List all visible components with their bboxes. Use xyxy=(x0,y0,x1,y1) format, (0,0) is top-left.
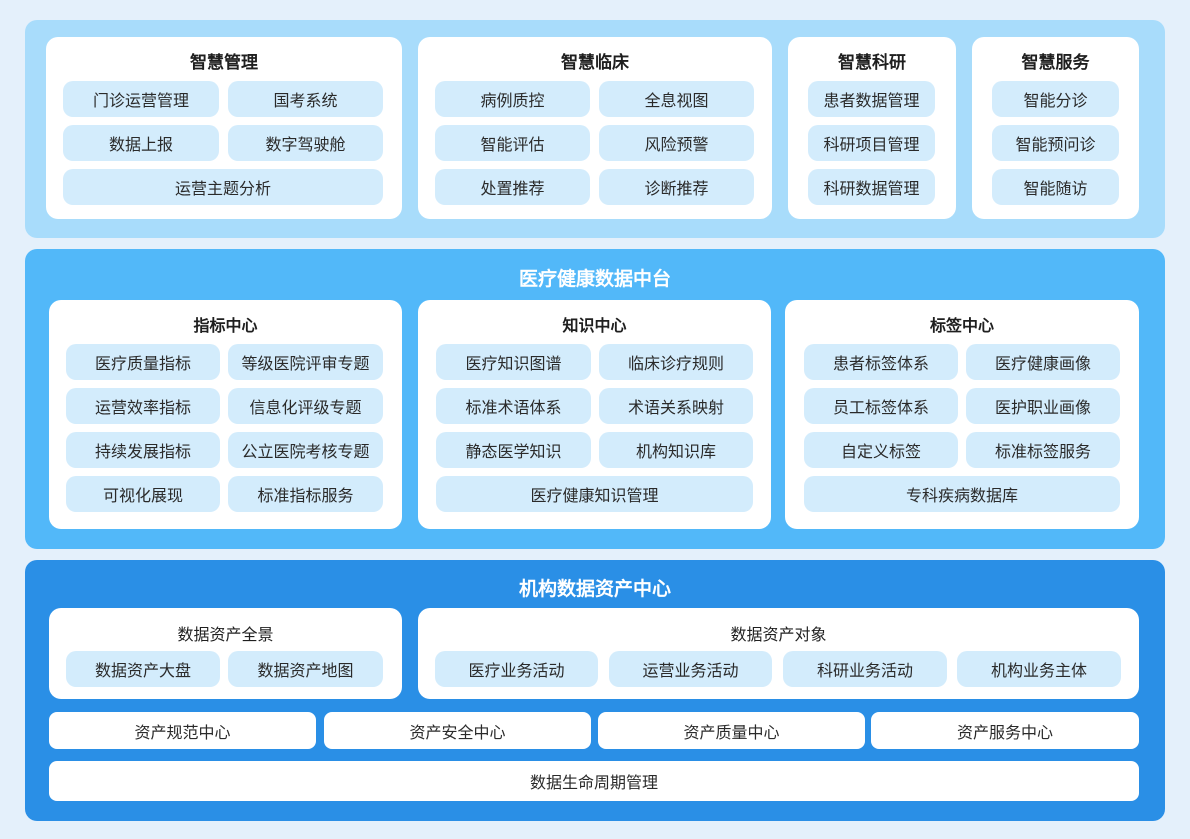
module-item[interactable]: 处置推荐 xyxy=(435,169,590,205)
module-item[interactable]: 患者数据管理 xyxy=(808,81,935,117)
card-title: 标签中心 xyxy=(929,318,994,335)
module-item[interactable]: 员工标签体系 xyxy=(804,388,958,424)
module-item[interactable]: 公立医院考核专题 xyxy=(228,432,383,468)
module-item[interactable]: 静态医学知识 xyxy=(436,432,591,468)
smart-service-card: 智慧服务 智能分诊 智能预问诊 智能随访 xyxy=(972,37,1139,219)
module-item[interactable]: 智能分诊 xyxy=(992,81,1119,117)
module-item[interactable]: 全息视图 xyxy=(599,81,754,117)
module-item[interactable]: 诊断推荐 xyxy=(599,169,754,205)
card-title: 智慧管理 xyxy=(190,53,258,72)
data-asset-center-layer: 机构数据资产中心 数据资产全景 数据资产大盘 数据资产地图 数据资产对象 医疗业… xyxy=(25,560,1165,821)
module-item[interactable]: 科研业务活动 xyxy=(783,651,947,687)
module-item[interactable]: 可视化展现 xyxy=(66,476,220,512)
smart-clinical-card: 智慧临床 病例质控 全息视图 智能评估 风险预警 处置推荐 诊断推荐 xyxy=(418,37,772,219)
module-item[interactable]: 智能随访 xyxy=(992,169,1119,205)
layer-title: 医疗健康数据中台 xyxy=(518,269,671,290)
card-title: 数据资产对象 xyxy=(730,627,827,644)
health-data-platform-layer: 医疗健康数据中台 指标中心 医疗质量指标 等级医院评审专题 运营效率指标 信息化… xyxy=(25,249,1165,549)
module-item[interactable]: 机构知识库 xyxy=(599,432,753,468)
module-item[interactable]: 门诊运营管理 xyxy=(63,81,219,117)
module-item[interactable]: 机构业务主体 xyxy=(957,651,1121,687)
module-item[interactable]: 数据资产地图 xyxy=(228,651,383,687)
module-item[interactable]: 医护职业画像 xyxy=(966,388,1120,424)
card-title: 智慧科研 xyxy=(838,53,906,72)
module-item[interactable]: 自定义标签 xyxy=(804,432,958,468)
module-item[interactable]: 标准指标服务 xyxy=(228,476,383,512)
module-item[interactable]: 持续发展指标 xyxy=(66,432,220,468)
module-item[interactable]: 患者标签体系 xyxy=(804,344,958,380)
module-item[interactable]: 医疗质量指标 xyxy=(66,344,220,380)
module-item[interactable]: 运营主题分析 xyxy=(63,169,383,205)
module-item[interactable]: 医疗健康知识管理 xyxy=(436,476,753,512)
module-item[interactable]: 数据资产大盘 xyxy=(66,651,220,687)
asset-security-center[interactable]: 资产安全中心 xyxy=(324,712,591,749)
module-item[interactable]: 科研项目管理 xyxy=(808,125,935,161)
asset-quality-center[interactable]: 资产质量中心 xyxy=(598,712,865,749)
layer-title: 机构数据资产中心 xyxy=(518,579,671,600)
module-item[interactable]: 运营业务活动 xyxy=(609,651,772,687)
smart-management-card: 智慧管理 门诊运营管理 国考系统 数据上报 数字驾驶舱 运营主题分析 xyxy=(46,37,402,219)
module-item[interactable]: 科研数据管理 xyxy=(808,169,935,205)
module-item[interactable]: 数字驾驶舱 xyxy=(228,125,383,161)
asset-service-center[interactable]: 资产服务中心 xyxy=(871,712,1139,749)
card-title: 智慧临床 xyxy=(561,53,629,72)
data-lifecycle-management[interactable]: 数据生命周期管理 xyxy=(49,761,1139,801)
module-item[interactable]: 运营效率指标 xyxy=(66,388,220,424)
module-item[interactable]: 医疗健康画像 xyxy=(966,344,1120,380)
data-asset-overview-card: 数据资产全景 数据资产大盘 数据资产地图 xyxy=(49,608,402,699)
module-item[interactable]: 标准标签服务 xyxy=(966,432,1120,468)
smart-research-card: 智慧科研 患者数据管理 科研项目管理 科研数据管理 xyxy=(788,37,956,219)
module-item[interactable]: 专科疾病数据库 xyxy=(804,476,1120,512)
asset-standard-center[interactable]: 资产规范中心 xyxy=(49,712,316,749)
module-item[interactable]: 标准术语体系 xyxy=(436,388,591,424)
module-item[interactable]: 术语关系映射 xyxy=(599,388,753,424)
data-asset-object-card: 数据资产对象 医疗业务活动 运营业务活动 科研业务活动 机构业务主体 xyxy=(418,608,1139,699)
indicator-center-card: 指标中心 医疗质量指标 等级医院评审专题 运营效率指标 信息化评级专题 持续发展… xyxy=(49,300,402,529)
module-item[interactable]: 国考系统 xyxy=(228,81,383,117)
module-item[interactable]: 医疗业务活动 xyxy=(435,651,598,687)
module-item[interactable]: 智能评估 xyxy=(435,125,590,161)
tag-center-card: 标签中心 患者标签体系 医疗健康画像 员工标签体系 医护职业画像 自定义标签 标… xyxy=(785,300,1139,529)
card-title: 指标中心 xyxy=(193,318,258,335)
module-item[interactable]: 智能预问诊 xyxy=(992,125,1119,161)
module-item[interactable]: 病例质控 xyxy=(435,81,590,117)
card-title: 知识中心 xyxy=(562,318,627,335)
knowledge-center-card: 知识中心 医疗知识图谱 临床诊疗规则 标准术语体系 术语关系映射 静态医学知识 … xyxy=(418,300,771,529)
module-item[interactable]: 数据上报 xyxy=(63,125,219,161)
module-item[interactable]: 等级医院评审专题 xyxy=(228,344,383,380)
module-item[interactable]: 风险预警 xyxy=(599,125,754,161)
card-title: 智慧服务 xyxy=(1021,53,1090,72)
module-item[interactable]: 信息化评级专题 xyxy=(228,388,383,424)
module-item[interactable]: 医疗知识图谱 xyxy=(436,344,591,380)
module-item[interactable]: 临床诊疗规则 xyxy=(599,344,753,380)
smart-applications-layer: 智慧管理 门诊运营管理 国考系统 数据上报 数字驾驶舱 运营主题分析 智慧临床 … xyxy=(25,20,1165,238)
card-title: 数据资产全景 xyxy=(177,627,274,644)
